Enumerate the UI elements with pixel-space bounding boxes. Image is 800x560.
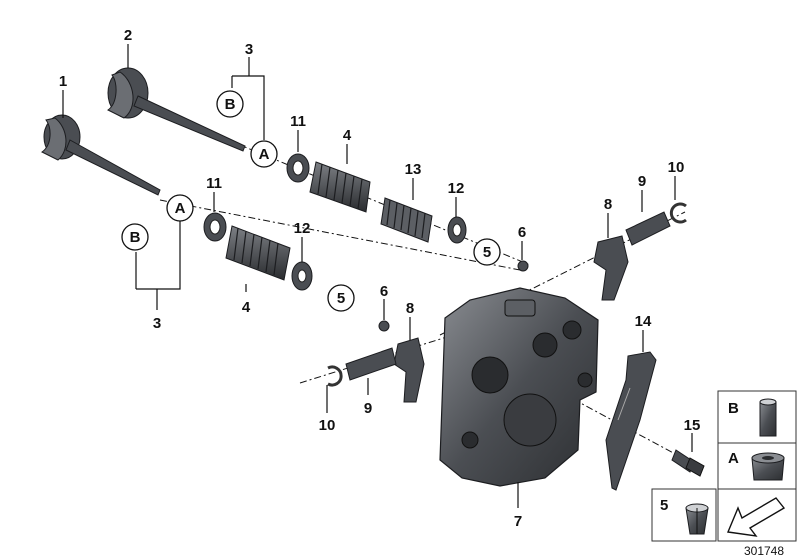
valve-spring-lower	[225, 225, 291, 281]
legend-label-a: A	[728, 450, 739, 467]
callout-2: 2	[124, 27, 132, 44]
legend-box-a: A	[717, 442, 797, 490]
rocker-shaft-upper	[625, 211, 671, 246]
ball-lower	[378, 320, 390, 332]
callout-10-upper: 10	[668, 159, 685, 176]
callout-14: 14	[635, 313, 652, 330]
circle-label: 5	[337, 290, 345, 307]
circle-label: B	[225, 96, 236, 113]
callout-11-upper: 11	[290, 113, 306, 130]
spring-retainer-lower	[291, 261, 313, 291]
rocker-arm-upper	[593, 235, 629, 301]
inner-valve-spring	[380, 197, 433, 243]
valve-seal-ring-upper	[286, 153, 310, 183]
cylinder-head	[439, 287, 599, 487]
arrow-icon	[727, 497, 786, 537]
callout-10-lower: 10	[319, 417, 336, 434]
chain-guide-rail	[605, 351, 657, 491]
intake-valve	[41, 114, 161, 196]
callout-15: 15	[684, 417, 701, 434]
legend-box-arrow	[717, 488, 797, 542]
legend-box-b: B	[717, 390, 797, 444]
circle-label: A	[175, 200, 186, 217]
reference-number: 301748	[744, 544, 784, 558]
callout-7: 7	[514, 513, 522, 530]
circlip-lower	[327, 365, 343, 387]
callout-6-upper: 6	[518, 224, 526, 241]
callout-13: 13	[405, 161, 422, 178]
callout-1: 1	[59, 73, 67, 90]
callout-4-upper: 4	[343, 127, 352, 144]
ball-upper	[517, 260, 529, 272]
callout-numbers: 1 2 3 3 4 4 6 6 7 8 8 9 9 10 10 11 11 12…	[59, 27, 701, 530]
legend-label-b: B	[728, 400, 739, 417]
callout-11-lower: 11	[206, 175, 222, 192]
callout-12-upper: 12	[448, 180, 465, 197]
callout-9-upper: 9	[638, 173, 646, 190]
callout-9-lower: 9	[364, 400, 372, 417]
bolt	[671, 449, 705, 477]
circle-5-upper: 5	[473, 238, 501, 266]
callout-12-lower: 12	[294, 220, 311, 237]
callout-3-lower: 3	[153, 315, 161, 332]
circle-a-lower: A	[166, 194, 194, 222]
circle-b-upper: B	[216, 90, 244, 118]
rocker-shaft-lower	[345, 347, 397, 381]
circle-label: A	[259, 146, 270, 163]
circle-5-lower: 5	[327, 284, 355, 312]
leader-lines	[62, 44, 693, 508]
valve-seal-ring-lower	[203, 212, 227, 242]
legend-box-5: 5	[651, 488, 717, 542]
spring-retainer-upper	[447, 216, 467, 244]
callout-6-lower: 6	[380, 283, 388, 300]
rocker-arm-lower	[393, 337, 425, 403]
exhaust-valve	[107, 67, 246, 152]
circle-label: 5	[483, 244, 491, 261]
circlip-upper	[669, 202, 687, 224]
legend-label-5: 5	[660, 497, 668, 514]
valve-spring-upper	[309, 161, 371, 213]
circle-label: B	[130, 229, 141, 246]
circle-b-lower: B	[121, 223, 149, 251]
circle-a-upper: A	[250, 140, 278, 168]
callout-8-lower: 8	[406, 300, 414, 317]
callout-3-upper: 3	[245, 41, 253, 58]
callout-8-upper: 8	[604, 196, 612, 213]
callout-4-lower: 4	[242, 299, 251, 316]
